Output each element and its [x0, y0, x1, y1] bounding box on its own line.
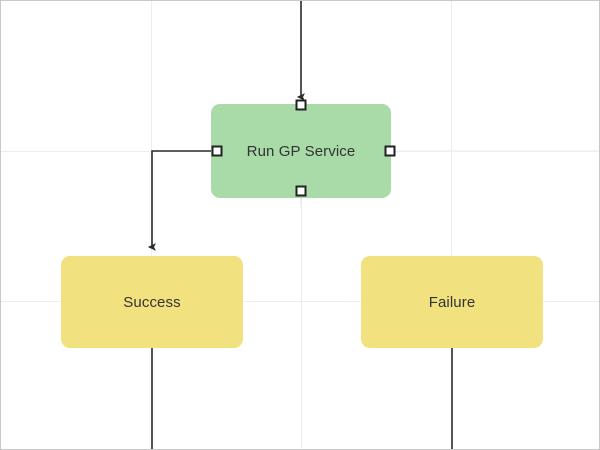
node-label: Run GP Service	[246, 142, 356, 160]
port-right-run-gp-service[interactable]	[384, 145, 396, 157]
edge-run-to-success[interactable]	[147, 150, 217, 251]
port-top-run-gp-service[interactable]	[295, 99, 307, 111]
node-label: Success	[123, 293, 181, 311]
port-bottom-run-gp-service[interactable]	[295, 185, 307, 197]
node-failure[interactable]: Failure	[361, 256, 543, 348]
node-success[interactable]: Success	[61, 256, 243, 348]
node-label: Failure	[428, 293, 476, 311]
port-left-run-gp-service[interactable]	[211, 145, 223, 157]
node-run-gp-service[interactable]: Run GP Service	[211, 104, 391, 198]
